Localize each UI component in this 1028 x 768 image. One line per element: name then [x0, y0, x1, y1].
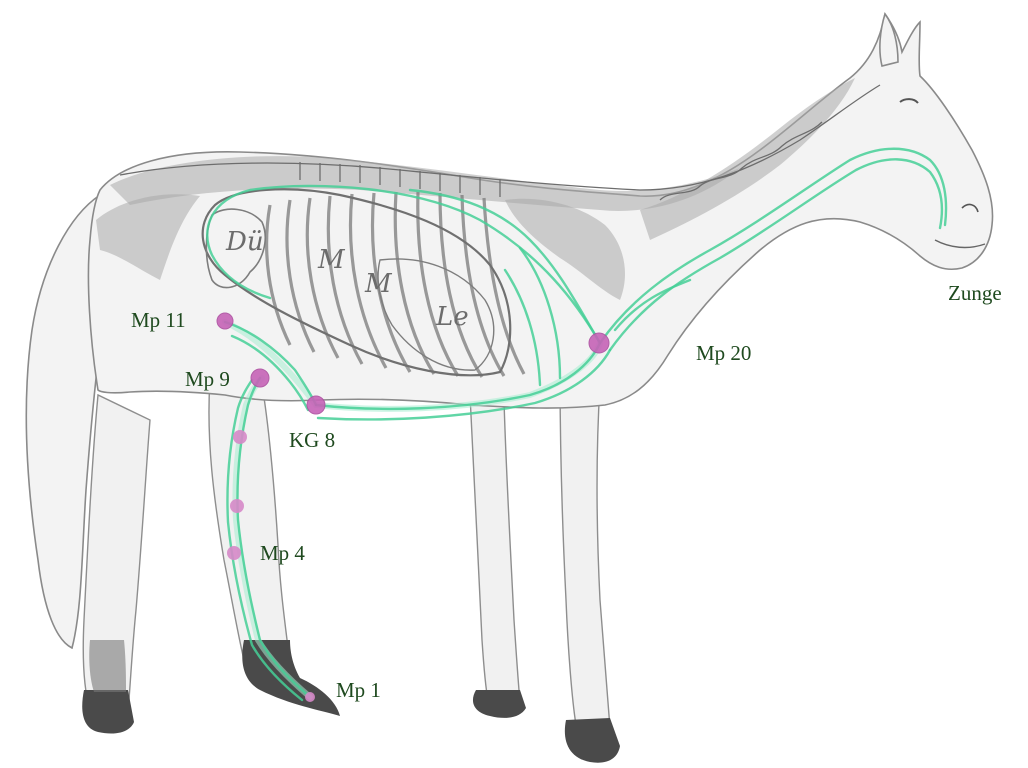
acupoint-kg8[interactable] [307, 396, 325, 414]
acupoint-leg-middle[interactable] [230, 499, 244, 513]
acupoint-mp4[interactable] [227, 546, 241, 560]
acupoint-leg-upper[interactable] [233, 430, 247, 444]
hoof-fore-far [473, 690, 526, 718]
acupoint-mp1[interactable] [305, 692, 315, 702]
horse-hind-leg-near [209, 380, 290, 664]
acupoint-mp20[interactable] [589, 333, 609, 353]
horse-fore-leg-far [470, 395, 520, 702]
label-mp11: Mp 11 [131, 308, 186, 332]
label-mp9: Mp 9 [185, 367, 230, 391]
label-zunge: Zunge [948, 281, 1002, 305]
horse-illustration [26, 14, 992, 763]
organ-letter-m2: M [364, 269, 393, 299]
hoof-hind-far [82, 690, 134, 734]
label-mp1: Mp 1 [336, 678, 381, 702]
label-mp20: Mp 20 [696, 341, 751, 365]
acupoint-mp11[interactable] [217, 313, 233, 329]
organ-letter-intestine: Dü [225, 227, 264, 257]
horse-fore-leg-near [560, 370, 610, 728]
organ-letter-m1: M [317, 245, 346, 275]
horse-ear-far [880, 14, 898, 66]
label-kg8: KG 8 [289, 428, 335, 452]
acupoint-mp9[interactable] [251, 369, 269, 387]
label-mp4: Mp 4 [260, 541, 305, 565]
pastern-shade [89, 640, 126, 692]
organ-letter-liver: Le [435, 302, 469, 332]
hoof-fore-near [565, 718, 620, 763]
